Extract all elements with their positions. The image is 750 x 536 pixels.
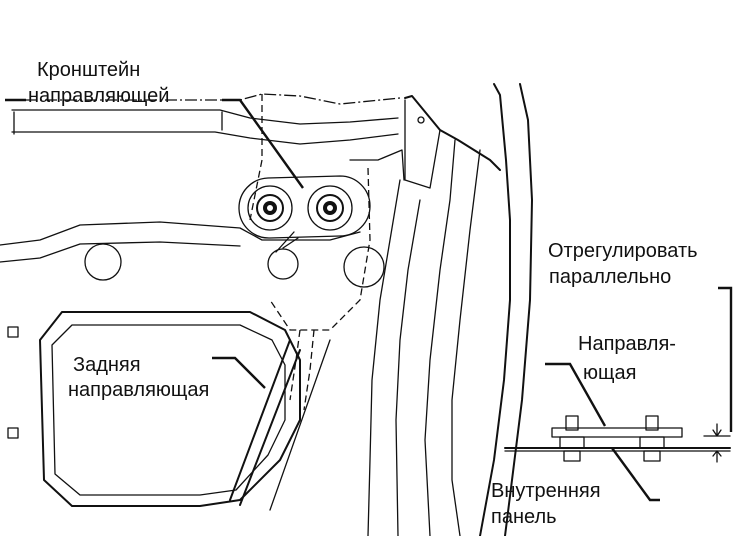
adjust-label-line2: параллельно bbox=[549, 266, 672, 288]
guide-bracket bbox=[238, 175, 371, 239]
edge-mark-top bbox=[7, 326, 19, 338]
guide-label-line2: ющая bbox=[583, 362, 637, 384]
leader-adjust bbox=[718, 286, 733, 432]
inner-panel-label-line1: Внутренняя bbox=[491, 480, 601, 502]
section-detail bbox=[504, 423, 731, 463]
leader-guide bbox=[545, 362, 607, 427]
rear-guide-label-line1: Задняя bbox=[73, 354, 141, 376]
bracket-bolt-right bbox=[316, 194, 344, 222]
leader-rear-guide bbox=[212, 356, 266, 389]
bracket-label-line2: направляющей bbox=[28, 85, 170, 107]
window-frame bbox=[367, 83, 533, 536]
edge-mark-bottom bbox=[7, 427, 19, 439]
rear-guide bbox=[39, 311, 331, 511]
detail-bolt-left bbox=[559, 415, 585, 462]
bracket-bolt-left bbox=[256, 194, 284, 222]
adjust-label-line1: Отрегулировать bbox=[548, 240, 698, 262]
upper-beam bbox=[5, 93, 401, 145]
guide-label-line1: Направля- bbox=[578, 333, 676, 355]
rear-guide-label-line2: направляющая bbox=[68, 379, 210, 401]
inner-panel-label-line2: панель bbox=[491, 506, 557, 528]
panel-holes bbox=[84, 231, 385, 288]
detail-bolt-right bbox=[639, 415, 665, 462]
inner-panel-outline bbox=[0, 94, 405, 411]
leader-bracket-2 bbox=[222, 98, 304, 189]
bracket-label-line1: Кронштейн bbox=[37, 59, 141, 81]
leader-inner-panel bbox=[611, 447, 660, 502]
